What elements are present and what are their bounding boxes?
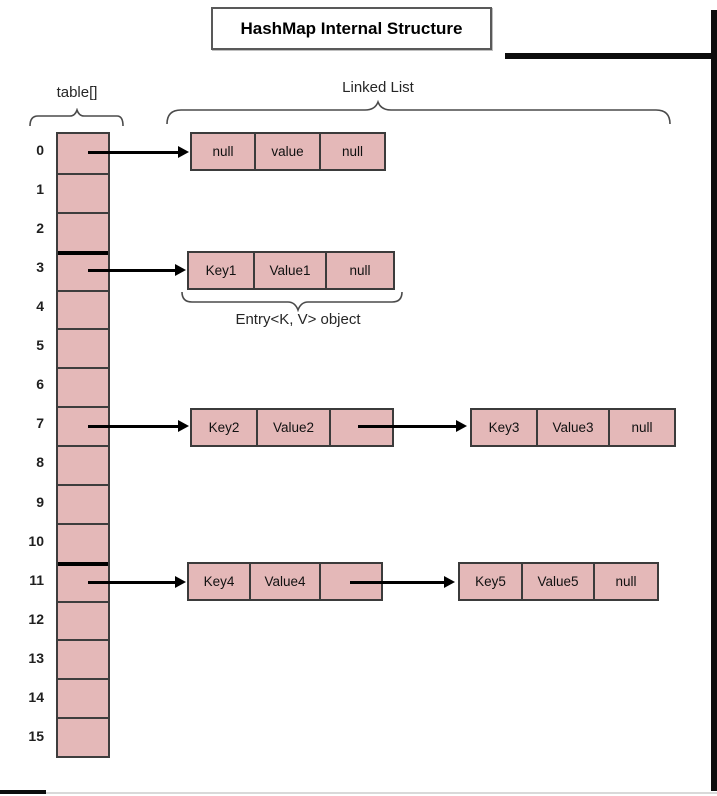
bucket-index-4: 4 xyxy=(36,298,44,314)
arrow-bucket3-line xyxy=(88,269,177,272)
node-row7-a-cell-0: Key2 xyxy=(190,408,258,447)
arrow-bucket7-head xyxy=(178,420,189,432)
frame-bottom-left-bar xyxy=(0,790,46,794)
bucket-index-13: 13 xyxy=(28,650,44,666)
frame-right-bar xyxy=(711,10,717,791)
bucket-index-1: 1 xyxy=(36,181,44,197)
arrow-bucket0-line xyxy=(88,151,180,154)
arrow-node7-chain-head xyxy=(456,420,467,432)
linked-list-label: Linked List xyxy=(342,79,414,96)
bucket-cell-10 xyxy=(58,522,108,562)
arrow-bucket11-head xyxy=(175,576,186,588)
node-row7-b-cell-0: Key3 xyxy=(470,408,538,447)
entry-object-label: Entry<K, V> object xyxy=(235,311,361,328)
arrow-node11-chain-line xyxy=(350,581,446,584)
bucket-index-14: 14 xyxy=(28,689,44,705)
node-row7-b-cell-1: Value3 xyxy=(536,408,610,447)
node-row0-cell-1: value xyxy=(254,132,321,171)
bucket-array xyxy=(56,132,110,758)
bucket-index-15: 15 xyxy=(28,728,44,744)
arrow-node11-chain-head xyxy=(444,576,455,588)
entry-brace xyxy=(181,292,403,312)
bucket-cell-8 xyxy=(58,445,108,484)
bucket-index-9: 9 xyxy=(36,494,44,510)
bucket-index-12: 12 xyxy=(28,611,44,627)
arrow-node7-chain-line xyxy=(358,425,458,428)
bucket-index-3: 3 xyxy=(36,259,44,275)
frame-bottom-line xyxy=(0,792,717,794)
bucket-cell-1 xyxy=(58,172,108,212)
bucket-cell-15 xyxy=(58,717,108,756)
arrow-bucket11-line xyxy=(88,581,177,584)
bucket-cell-14 xyxy=(58,678,108,718)
bucket-cell-5 xyxy=(58,328,108,368)
node-row3-cell-0: Key1 xyxy=(187,251,255,290)
arrow-bucket3-head xyxy=(175,264,186,276)
bucket-index-10: 10 xyxy=(28,533,44,549)
table-brace xyxy=(29,108,124,126)
bucket-index-6: 6 xyxy=(36,376,44,392)
node-row0-cell-0: null xyxy=(190,132,256,171)
diagram-title: HashMap Internal Structure xyxy=(240,18,463,38)
bucket-cell-9 xyxy=(58,483,108,523)
bucket-index-11: 11 xyxy=(29,572,44,588)
bucket-index-8: 8 xyxy=(36,454,44,470)
node-row3-cell-2: null xyxy=(325,251,395,290)
title-box: HashMap Internal Structure xyxy=(211,7,492,50)
node-row11-b-cell-2: null xyxy=(593,562,659,601)
node-row7-b-cell-2: null xyxy=(608,408,676,447)
arrow-bucket0-head xyxy=(178,146,189,158)
node-row7-a-cell-1: Value2 xyxy=(256,408,331,447)
bucket-cell-4 xyxy=(58,289,108,329)
bucket-index-0: 0 xyxy=(36,142,44,158)
bucket-cell-12 xyxy=(58,600,108,640)
node-row11-b-cell-1: Value5 xyxy=(521,562,595,601)
node-row3-cell-1: Value1 xyxy=(253,251,327,290)
bucket-index-7: 7 xyxy=(36,415,44,431)
bucket-index-2: 2 xyxy=(36,220,44,236)
node-row11-a-cell-1: Value4 xyxy=(249,562,321,601)
node-row11-a-cell-0: Key4 xyxy=(187,562,251,601)
bucket-cell-6 xyxy=(58,367,108,407)
bucket-index-5: 5 xyxy=(36,337,44,353)
node-row11-b-cell-0: Key5 xyxy=(458,562,523,601)
frame-top-right-bar xyxy=(505,53,717,59)
bucket-cell-13 xyxy=(58,639,108,679)
arrow-bucket7-line xyxy=(88,425,180,428)
linked-list-brace xyxy=(166,99,671,124)
node-row0-cell-2: null xyxy=(319,132,386,171)
bucket-cell-2 xyxy=(58,211,108,251)
table-label: table[] xyxy=(56,84,98,101)
